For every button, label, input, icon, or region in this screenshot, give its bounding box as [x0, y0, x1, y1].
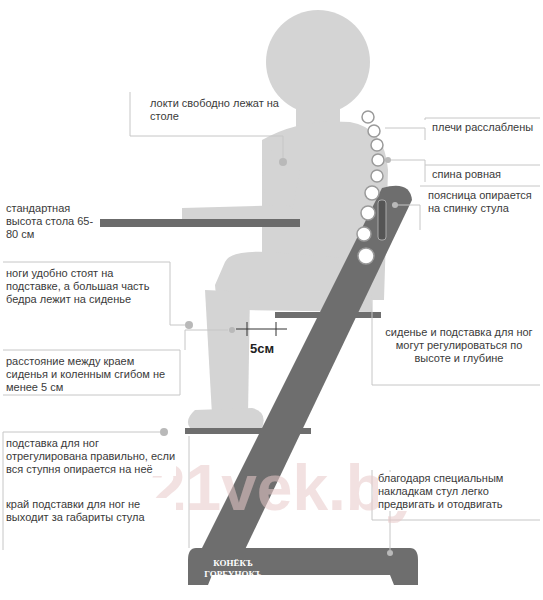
note-text: край подставки для ног не выходит за габ… [6, 498, 176, 524]
chair-slot [378, 200, 386, 240]
note-text: расстояние между краем сиденья и коленны… [6, 355, 176, 394]
note-text: благодаря специальным накладкам стул лег… [378, 472, 538, 511]
note-text: поясница опирается на спинку стула [428, 189, 540, 215]
note-text: плечи расслаблены [432, 121, 540, 134]
dimension-label: 5см [250, 341, 290, 357]
note-text: подставка для ног отрегулирована правиль… [6, 437, 176, 476]
note-text: стандартная высота стола 65-80 см [6, 202, 98, 241]
note-text: ноги удобно стоят на подставке, а больша… [6, 267, 166, 306]
dimension-mark [236, 322, 287, 336]
note-text: спина ровная [432, 168, 540, 181]
note-text: сиденье и подставка для ног могут регули… [380, 326, 538, 365]
spine-dots [357, 111, 384, 264]
table-top [100, 219, 300, 227]
note-text: локти свободно лежат на столе [150, 97, 280, 123]
leader-lines [3, 92, 540, 550]
brand-logo: КОНЁКЪ ГОРБУНОКЪ [198, 558, 268, 580]
